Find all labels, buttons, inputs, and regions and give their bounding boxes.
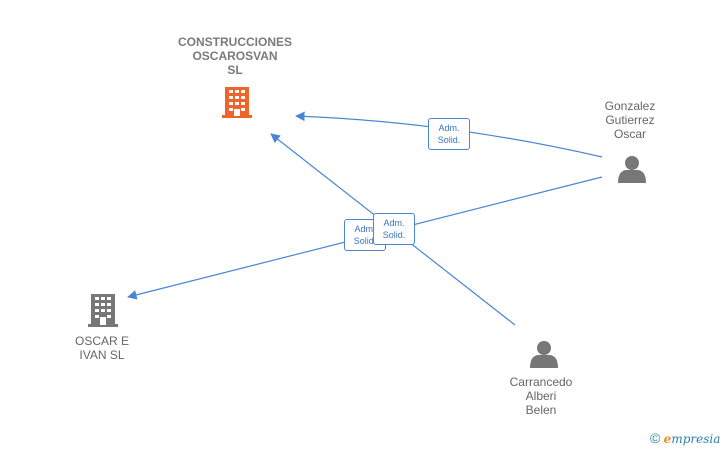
person-icon	[618, 156, 646, 183]
label-line: Carrancedo	[509, 375, 573, 389]
empresia-logo: empresia	[664, 432, 721, 446]
edge-label-line: Solid.	[437, 135, 461, 145]
label-line: Belen	[525, 403, 557, 417]
label-line: CONSTRUCCIONES	[177, 35, 292, 49]
building-icon	[88, 294, 118, 327]
label-line: Alberi	[525, 389, 557, 403]
label-line: OSCAR E	[74, 334, 129, 348]
edge-label: Adm. Solid.	[428, 118, 470, 150]
person-label-carrancedo[interactable]: Carrancedo Alberi Belen	[496, 375, 586, 417]
label-line: OSCAROSVAN	[192, 49, 278, 63]
edge-label-line: Solid.	[382, 230, 406, 240]
label-line: SL	[227, 63, 243, 77]
person-icon	[530, 341, 558, 368]
label-line: Oscar	[613, 127, 646, 141]
label-line: Gutierrez	[605, 113, 655, 127]
logo-letter: e	[663, 432, 672, 446]
company-label-oscar-ivan[interactable]: OSCAR E IVAN SL	[60, 334, 144, 362]
company-label-construcciones[interactable]: CONSTRUCCIONES OSCAROSVAN SL	[160, 35, 310, 77]
person-label-gonzalez[interactable]: Gonzalez Gutierrez Oscar	[590, 99, 670, 141]
label-line: Gonzalez	[604, 99, 656, 113]
edge-label-line: Adm.	[354, 224, 376, 234]
copyright-icon: ©	[650, 430, 661, 446]
label-line: IVAN SL	[79, 348, 125, 362]
edge-label-line: Solid.	[353, 236, 377, 246]
edge-label-line: Adm.	[383, 218, 405, 228]
edge-label: Adm. Solid.	[373, 213, 415, 245]
building-icon	[222, 87, 252, 118]
logo-text: mpresia	[671, 432, 721, 446]
edge-label-line: Adm.	[438, 123, 460, 133]
empresia-footer[interactable]: © empresia	[650, 430, 720, 446]
